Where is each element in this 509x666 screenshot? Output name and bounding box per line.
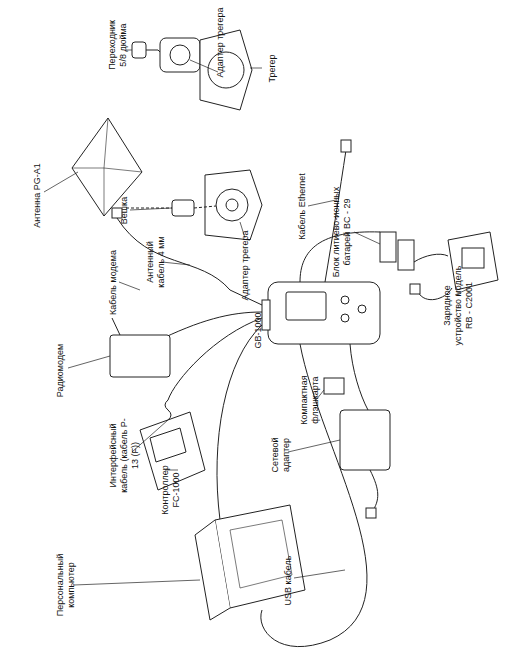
leader-line [74, 580, 200, 585]
receiver-display [286, 292, 326, 320]
compact-flash [324, 378, 344, 394]
adapter-label: Переходник 5/8 дюйма [107, 14, 129, 76]
controller-label: Контроллер FC-1000 [160, 460, 182, 520]
cable-label: USB кабель [283, 550, 294, 610]
pole-piece [172, 200, 194, 216]
battery-pack [398, 240, 414, 270]
cable-label: Интерфейсный кабель (кабель P-13 (F)) [108, 413, 141, 497]
charger-link [414, 254, 448, 262]
cable-label: Кабель модема [108, 247, 119, 317]
laptop-screen [195, 520, 230, 620]
part-label: Адаптер трегера [240, 225, 251, 305]
antenna-body [72, 118, 142, 216]
receiver-button [341, 314, 349, 322]
leader-lines [44, 50, 470, 585]
leader-line [288, 440, 340, 452]
cable-label: Кабель Ethernet [297, 166, 308, 246]
leader-line [354, 232, 380, 244]
leader-line [250, 68, 262, 69]
part-label: Вешка [119, 190, 130, 230]
antenna-label: Антенна PG-A1 [32, 155, 43, 235]
charger-slot [462, 248, 484, 268]
part-label: Сетевой адаптер [270, 430, 292, 480]
cable-label: Антенный кабель 4 мм [145, 227, 167, 297]
battery-label: Блок литиево-ионных батарей BC - 29 [331, 177, 353, 287]
interface-cable [168, 318, 262, 400]
radio-modem [110, 335, 170, 377]
leader-line [294, 570, 345, 578]
part-label: Компактная флэшкарта [299, 372, 321, 428]
receiver-body [268, 282, 380, 344]
receiver-label: GB-1000 [253, 305, 264, 355]
battery-pack [380, 232, 396, 262]
adapter-5-8 [132, 42, 146, 58]
receiver-ports [262, 300, 270, 330]
charger-plug [410, 284, 420, 294]
leader-line [130, 208, 172, 210]
controller-screen [150, 428, 186, 462]
tribrach-bottom-plate [216, 189, 248, 221]
mount-axis [194, 206, 216, 208]
part-label: Трегер [267, 38, 278, 98]
laptop-cable [217, 325, 262, 520]
receiver-button [358, 305, 366, 313]
network-adapter [340, 410, 390, 470]
power-plug [366, 508, 376, 518]
computer-label: Персональный компьютер [55, 553, 77, 617]
adapter-thread [146, 50, 158, 51]
modem-label: Радиомодем [55, 340, 66, 400]
mount-axis [158, 50, 160, 52]
leader-line [162, 262, 190, 265]
antenna-ribs [72, 118, 142, 216]
leader-line [68, 356, 110, 368]
tribrach-bottom [205, 170, 262, 240]
usb-cable [261, 344, 367, 647]
charger-label: Зарядное устройство модель RB - C2001 [442, 265, 475, 345]
tribrach-bottom-center [226, 199, 238, 211]
leader-line [44, 172, 78, 192]
tribrach-adapter [160, 38, 200, 72]
part-label: Адаптер трегера [215, 2, 226, 82]
modem-antenna [112, 318, 120, 335]
tribrach-adapter-dial [170, 45, 190, 65]
power-cable [350, 344, 368, 410]
tribrach-top [200, 30, 252, 110]
antenna-cable [117, 218, 262, 305]
leader-line [119, 282, 140, 290]
power-cord [370, 470, 378, 512]
ethernet-plug [341, 140, 351, 152]
receiver-button [341, 296, 349, 304]
modem-cable [155, 312, 262, 342]
leader-line [190, 60, 218, 72]
